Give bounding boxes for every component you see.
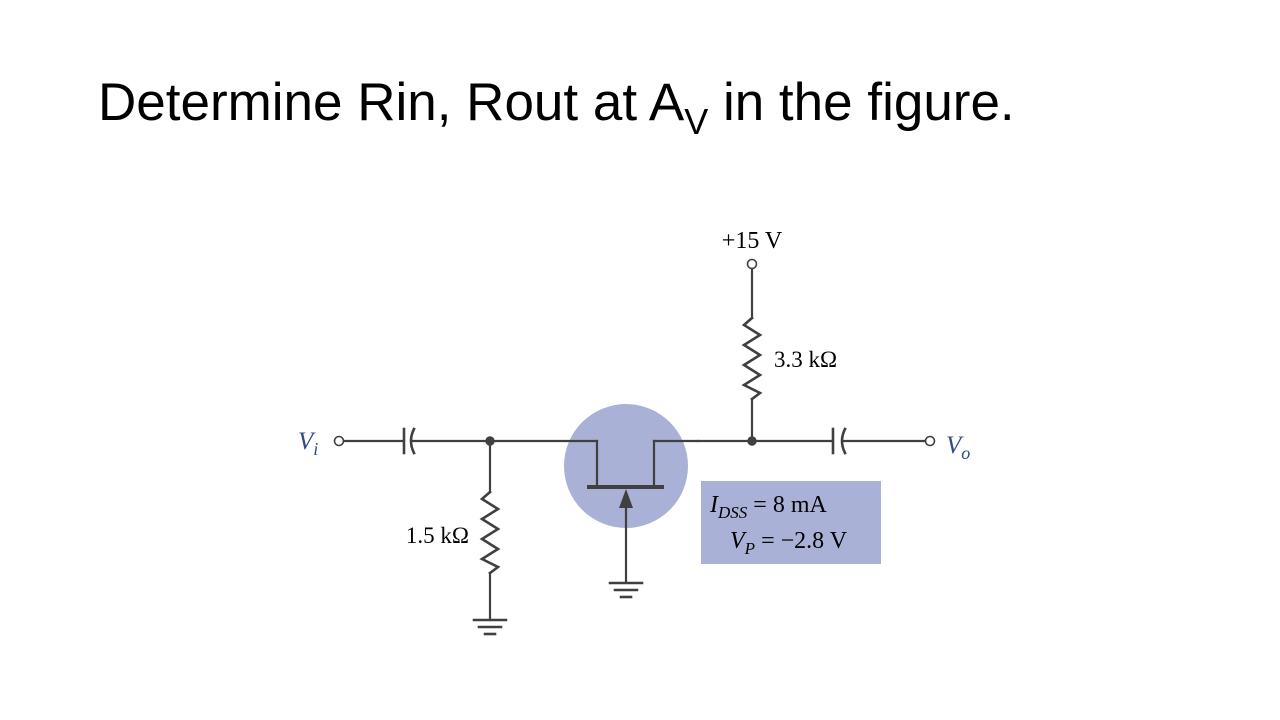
supply-terminal (746, 258, 758, 270)
gate-resistor (479, 490, 501, 575)
drain-junction (747, 436, 757, 446)
idss-parameter: IDSS = 8 mA (709, 492, 827, 522)
output-voltage-label: Vo (946, 432, 970, 463)
gate-resistor-label: 1.5 kΩ (406, 523, 469, 548)
title-rest: in the figure. (708, 73, 1015, 132)
title-main: Determine Rin, Rout at A (98, 73, 685, 132)
input-terminal (333, 435, 345, 447)
parameter-box (701, 481, 881, 564)
jfet-gate-arrow (619, 489, 633, 508)
drain-resistor (741, 316, 763, 401)
vp-parameter: VP = −2.8 V (730, 528, 848, 558)
title-subscript: V (684, 101, 709, 142)
output-terminal (924, 435, 936, 447)
transistor-highlight (564, 404, 688, 528)
drain-resistor-label: 3.3 kΩ (774, 347, 837, 372)
slide-title: Determine Rin, Rout at AV in the figure. (98, 72, 1015, 142)
supply-label: +15 V (722, 228, 783, 254)
input-voltage-label: Vi (298, 428, 318, 459)
